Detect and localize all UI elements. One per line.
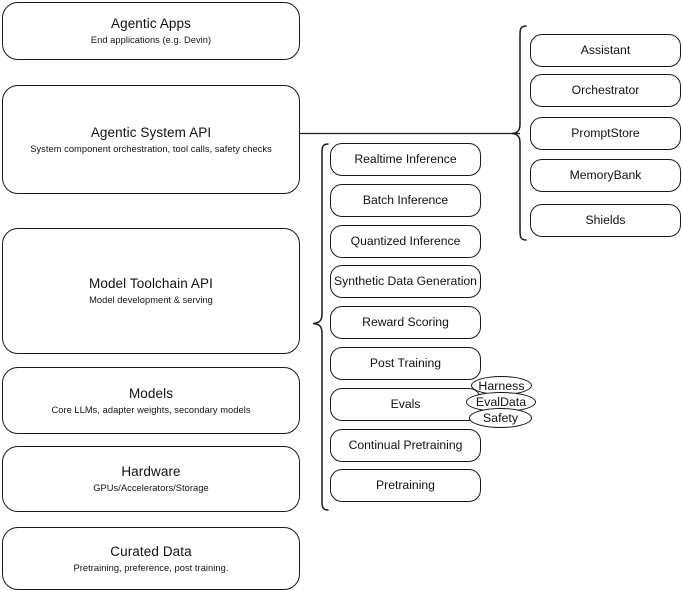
layer-title: Curated Data: [110, 543, 192, 559]
layer-subtitle: System component orchestration, tool cal…: [30, 143, 272, 154]
capability-pretraining[interactable]: Pretraining: [330, 469, 481, 502]
layer-title: Agentic Apps: [110, 16, 191, 31]
capability-reward-scoring[interactable]: Reward Scoring: [330, 306, 481, 339]
capability-realtime-inference[interactable]: Realtime Inference: [330, 143, 481, 176]
capability-synthetic-data-generation[interactable]: Synthetic Data Generation: [330, 265, 481, 298]
bracket-system-components: [508, 18, 532, 254]
capability-label: Evals: [390, 397, 421, 411]
layer-subtitle: Model development & serving: [89, 295, 213, 305]
layer-model-toolchain-api[interactable]: Model Toolchain API Model development & …: [2, 228, 300, 354]
component-label: Assistant: [580, 43, 631, 57]
component-label: MemoryBank: [569, 168, 642, 182]
capability-label: Realtime Inference: [354, 152, 457, 166]
eval-pill-harness[interactable]: Harness: [471, 376, 532, 395]
capability-label: Continual Pretraining: [348, 438, 463, 452]
component-orchestrator[interactable]: Orchestrator: [530, 74, 681, 107]
capability-batch-inference[interactable]: Batch Inference: [330, 184, 481, 217]
layer-subtitle: Pretraining, preference, post training.: [73, 562, 229, 573]
component-memorybank[interactable]: MemoryBank: [530, 159, 681, 192]
component-label: PromptStore: [571, 126, 640, 140]
layer-subtitle: Core LLMs, adapter weights, secondary mo…: [51, 404, 251, 415]
component-assistant[interactable]: Assistant: [530, 34, 681, 67]
component-promptstore[interactable]: PromptStore: [530, 117, 681, 150]
capability-quantized-inference[interactable]: Quantized Inference: [330, 225, 481, 258]
layer-models[interactable]: Models Core LLMs, adapter weights, secon…: [2, 367, 300, 434]
component-label: Orchestrator: [571, 83, 640, 97]
capability-label: Reward Scoring: [362, 315, 449, 329]
layer-hardware[interactable]: Hardware GPUs/Accelerators/Storage: [2, 446, 300, 512]
eval-pill-safety[interactable]: Safety: [469, 408, 532, 428]
capability-label: Post Training: [369, 356, 442, 370]
layer-agentic-apps[interactable]: Agentic Apps End applications (e.g. Devi…: [2, 2, 300, 60]
layer-subtitle: End applications (e.g. Devin): [90, 35, 212, 45]
capability-label: Batch Inference: [362, 193, 449, 207]
capability-post-training[interactable]: Post Training: [330, 347, 481, 380]
layer-curated-data[interactable]: Curated Data Pretraining, preference, po…: [2, 527, 300, 590]
capability-evals[interactable]: Evals: [330, 388, 481, 421]
layer-agentic-system-api[interactable]: Agentic System API System component orch…: [2, 85, 300, 194]
component-label: Shields: [585, 213, 626, 227]
capability-label: Synthetic Data Generation: [334, 274, 477, 288]
component-shields[interactable]: Shields: [530, 204, 681, 237]
layer-title: Agentic System API: [90, 124, 212, 140]
layer-subtitle: GPUs/Accelerators/Storage: [93, 483, 209, 493]
capability-continual-pretraining[interactable]: Continual Pretraining: [330, 429, 481, 462]
capability-label: Quantized Inference: [350, 234, 461, 248]
capability-label: Pretraining: [376, 478, 435, 492]
eval-pill-evaldata[interactable]: EvalData: [466, 392, 536, 412]
connector-system-api-to-components: [298, 126, 526, 142]
bracket-toolchain-capabilities: [308, 136, 334, 524]
layer-title: Models: [128, 385, 174, 401]
layer-title: Hardware: [121, 464, 181, 479]
layer-title: Model Toolchain API: [89, 276, 213, 291]
